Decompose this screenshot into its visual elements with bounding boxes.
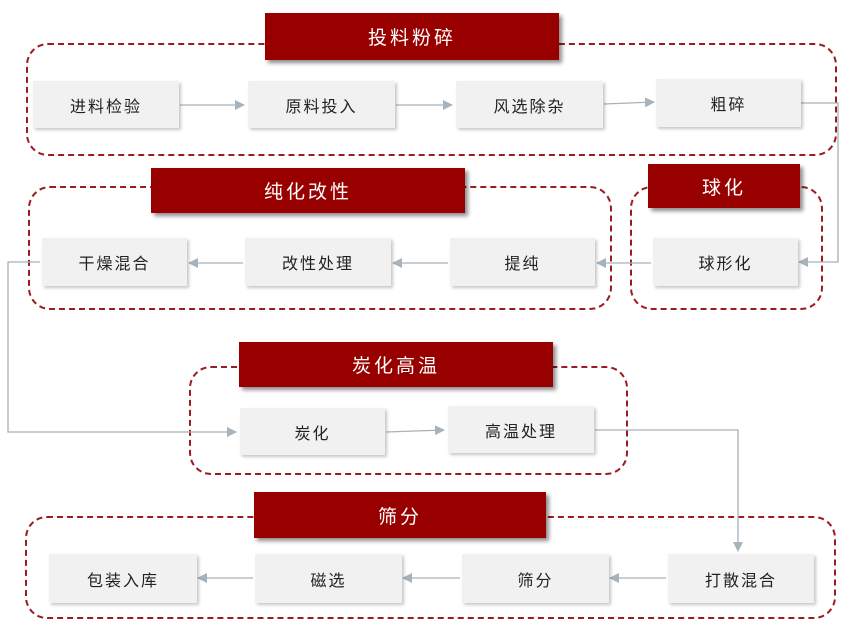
step-dispersing-mixing: 打散混合 — [668, 554, 814, 603]
stage-title-carbonize-heat: 炭化高温 — [239, 342, 553, 387]
step-raw-material-feeding: 原料投入 — [248, 81, 395, 128]
step-purification: 提纯 — [450, 238, 595, 286]
step-drying-mixing: 干燥混合 — [42, 238, 187, 286]
step-modification: 改性处理 — [245, 238, 391, 286]
step-high-temp-treatment: 高温处理 — [448, 406, 594, 453]
stage-title-purify-modify: 纯化改性 — [151, 168, 465, 213]
stage-title-spheroidize: 球化 — [648, 164, 800, 208]
step-incoming-inspection: 进料检验 — [33, 81, 179, 128]
step-carbonization: 炭化 — [240, 408, 385, 455]
step-magnetic-separation: 磁选 — [255, 554, 402, 603]
step-packing-storage: 包装入库 — [49, 554, 197, 603]
stage-title-screening: 筛分 — [254, 492, 546, 538]
step-sieving: 筛分 — [462, 554, 609, 603]
step-air-separation: 风选除杂 — [456, 81, 603, 128]
step-spheroidizing: 球形化 — [653, 238, 798, 286]
stage-title-feed-crush: 投料粉碎 — [265, 13, 559, 60]
step-coarse-crushing: 粗碎 — [656, 79, 801, 127]
